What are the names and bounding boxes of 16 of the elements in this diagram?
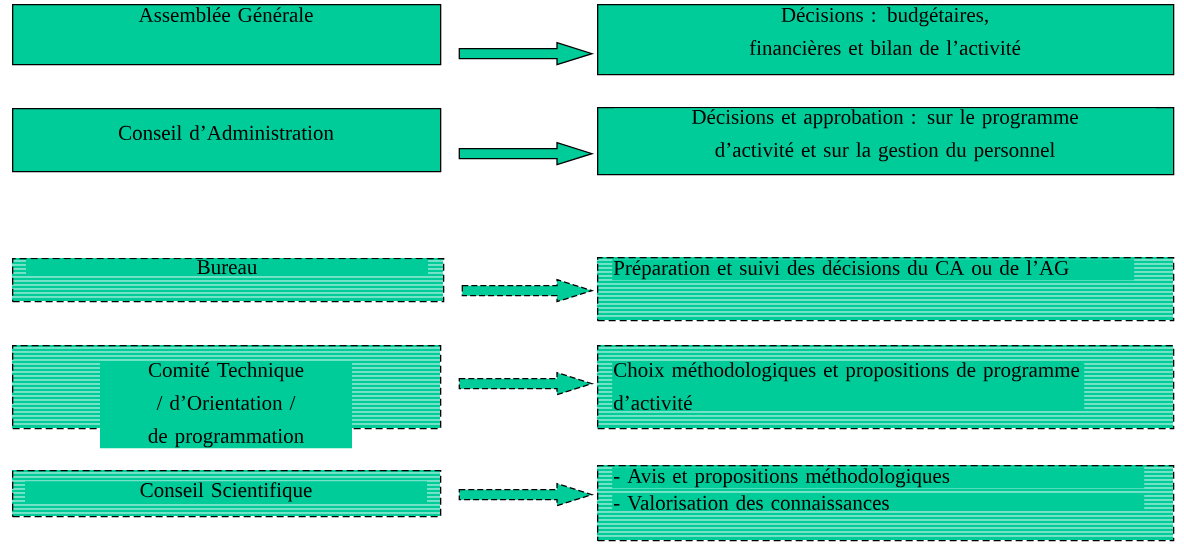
process-box: Décisions et approbation : sur le programme d’activité et sur la gestion du personnel (597, 107, 1175, 176)
node-label: de programmation (148, 428, 304, 448)
process-box: Préparation et suivi des décisions du CA ou de l’AG (596, 257, 1175, 322)
process-box: Conseil Scientifique (11, 470, 442, 518)
process-box: Assemblée Générale (12, 4, 442, 66)
process-box: Conseil d’Administration (12, 108, 442, 173)
block-arrow (458, 482, 595, 507)
block-arrow (458, 371, 595, 396)
process-box: - Avis et propositions méthodologiques - Valorisation des connaissances (596, 465, 1175, 542)
block-arrow (458, 141, 595, 166)
process-box: Comité Technique / d’Orientation / de programmation (11, 345, 442, 449)
process-box: Bureau (11, 258, 445, 303)
block-arrow (461, 278, 595, 303)
block-arrow (458, 41, 595, 66)
process-box: Décisions : budgétaires, financières et bilan de l’activité (597, 4, 1175, 76)
process-box: Choix méthodologiques et propositions de programme d’activité (596, 345, 1175, 430)
